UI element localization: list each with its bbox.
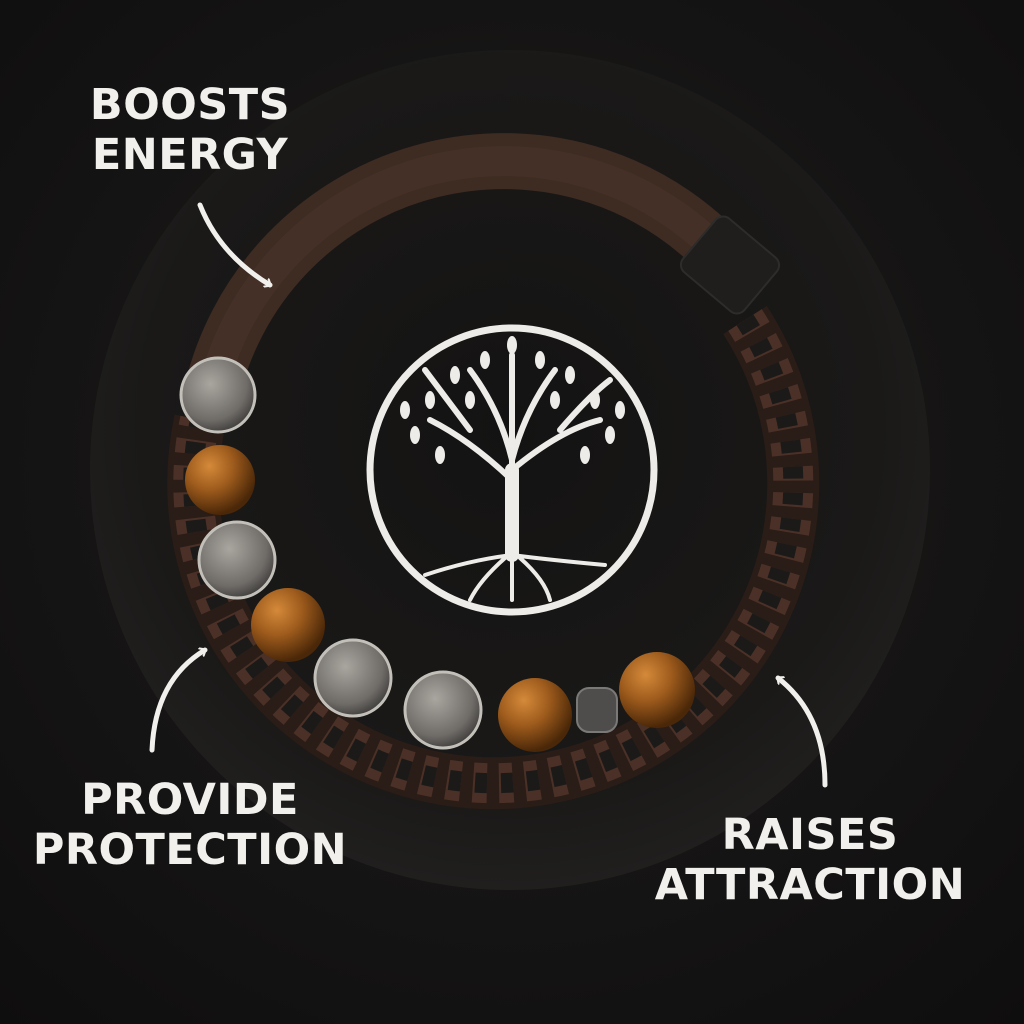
- clasp: [679, 215, 781, 315]
- label-boosts-energy: BOOSTS ENERGY: [89, 80, 291, 180]
- label-provide-protection: PROVIDE PROTECTION: [32, 775, 348, 875]
- label-raises-attraction: RAISES ATTRACTION: [654, 810, 966, 910]
- arrow-attraction: [775, 675, 828, 788]
- tree-medallion: [179, 356, 483, 750]
- arrow-energy: [197, 202, 273, 285]
- tree-of-life-emblem: [366, 324, 658, 616]
- hematite-bead: [576, 687, 618, 733]
- tiger-eye-bead: [185, 445, 695, 752]
- arrow-protection: [149, 650, 208, 753]
